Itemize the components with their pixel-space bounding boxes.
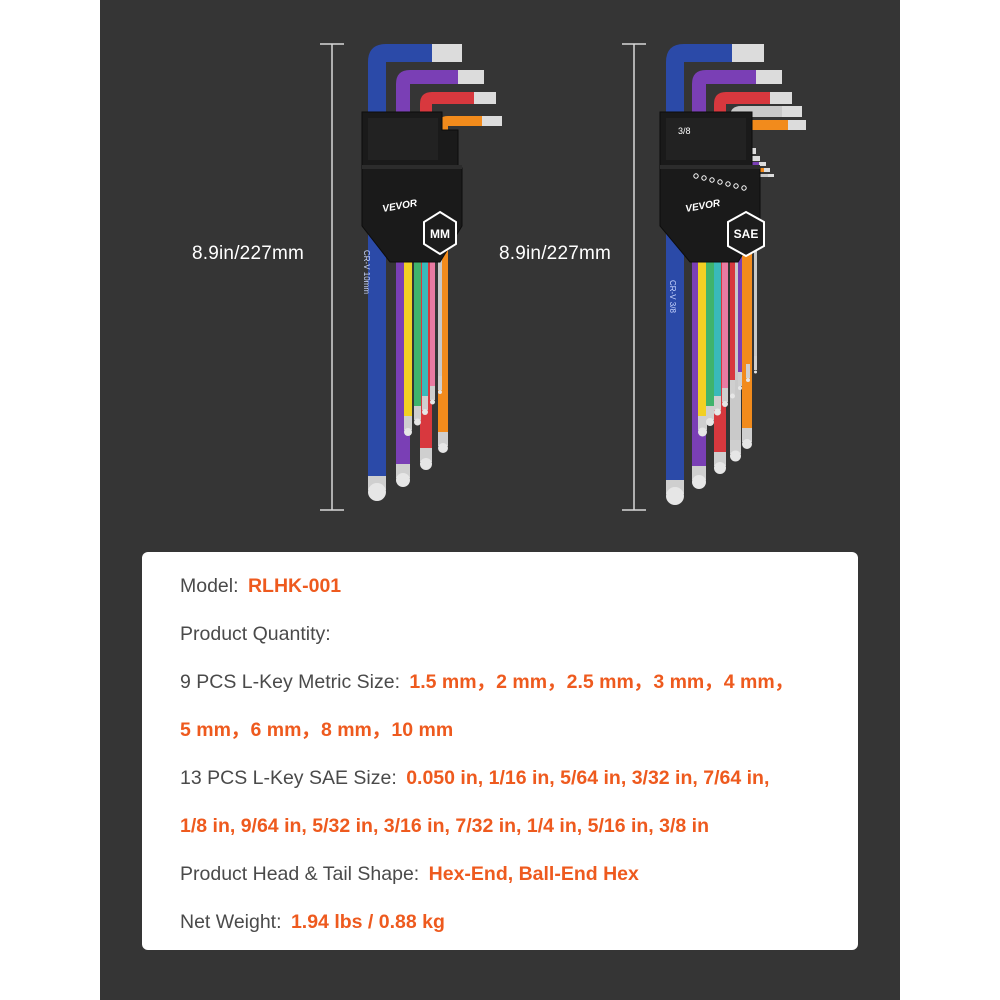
size-value: 5/16 in (587, 815, 649, 837)
spec-weight-value: 1.94 lbs / 0.88 kg (290, 911, 445, 933)
sae-key-set: 3/8 SAE VEVOR CR-V 3/8 (659, 44, 806, 505)
product-stage: MM VEVOR CR-V 10mm 3/8 SAE VEVOR CR-V 3/… (100, 0, 900, 1000)
product-illustration: MM VEVOR CR-V 10mm 3/8 SAE VEVOR CR-V 3/… (320, 43, 806, 511)
metric-shaft-text: CR-V 10mm (362, 250, 371, 294)
metric-length-label: 8.9in/227mm (192, 243, 305, 264)
spec-sae-label: 13 PCS L-Key SAE Size: (180, 767, 397, 789)
spec-card: Model: RLHK-001 Product Quantity: 9 PCS … (142, 552, 858, 950)
spec-shape: Product Head & Tail Shape: Hex-End, Ball… (180, 862, 639, 886)
size-value: 9/64 in (240, 815, 302, 837)
spec-shape-label: Product Head & Tail Shape: (180, 863, 420, 885)
size-value: 7/32 in (455, 815, 517, 837)
size-value: 8 mm (320, 719, 372, 741)
size-value: 10 mm (391, 719, 454, 741)
size-value: 3/8 in (659, 815, 709, 837)
hex-key (368, 44, 462, 501)
spec-weight-label: Net Weight: (180, 911, 282, 933)
size-value: 1/16 in (488, 767, 550, 789)
size-value: 6 mm (250, 719, 302, 741)
spec-weight: Net Weight: 1.94 lbs / 0.88 kg (180, 910, 445, 934)
sae-shaft-text: CR-V 3/8 (668, 280, 677, 313)
sae-dimension-line (622, 43, 646, 511)
size-value: 1/4 in (526, 815, 577, 837)
metric-badge: MM (430, 227, 450, 241)
size-value: 1/8 in (180, 815, 230, 837)
size-value: 2 mm (496, 671, 548, 693)
spec-shape-value: Hex-End, Ball-End Hex (428, 863, 639, 885)
size-value: 5/64 in (560, 767, 621, 789)
sae-length-label: 8.9in/227mm (499, 243, 612, 264)
spec-metric: 9 PCS L-Key Metric Size: 1.5 mm，2 mm，2.5… (180, 671, 795, 693)
spec-model-label: Model: (180, 575, 239, 597)
size-value: 0.050 in (406, 767, 478, 789)
size-value: 7/64 in (703, 767, 764, 789)
spec-model: Model: RLHK-001 (180, 574, 341, 598)
size-value: 3 mm (653, 671, 705, 693)
spec-sae-continued: 1/8 in, 9/64 in, 5/32 in, 3/16 in, 7/32 … (180, 815, 709, 837)
hex-key (666, 44, 764, 505)
size-value: 5/32 in (312, 815, 373, 837)
size-value: 1.5 mm (409, 671, 477, 693)
spec-metric-label: 9 PCS L-Key Metric Size: (180, 671, 400, 693)
sae-badge: SAE (734, 227, 759, 241)
size-value: 4 mm (723, 671, 775, 693)
size-value: 3/32 in (631, 767, 693, 789)
spec-metric-continued: 5 mm，6 mm，8 mm，10 mm (180, 719, 454, 741)
sae-badge-hex (727, 210, 765, 258)
metric-dimension-line (320, 43, 344, 511)
spec-quantity-heading: Product Quantity: (180, 623, 331, 645)
spec-sae: 13 PCS L-Key SAE Size: 0.050 in, 1/16 in… (180, 767, 770, 789)
metric-key-set: MM VEVOR CR-V 10mm (361, 44, 502, 501)
mm-badge-hex (423, 210, 457, 256)
sae-size-dots (693, 173, 747, 191)
spec-model-value: RLHK-001 (247, 575, 342, 597)
size-value: 3/16 in (383, 815, 445, 837)
size-value: 2.5 mm (566, 671, 634, 693)
sae-size-mark: 3/8 (678, 126, 691, 136)
size-value: 5 mm (180, 719, 231, 741)
